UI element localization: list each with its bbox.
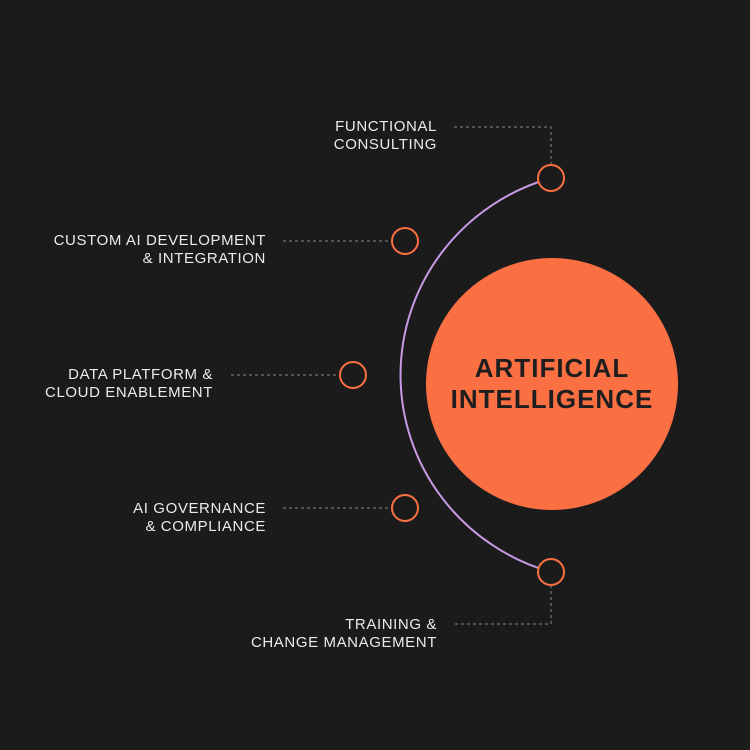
label-line: CHANGE MANAGEMENT [250, 634, 437, 651]
center-title: ARTIFICIAL INTELLIGENCE [451, 353, 654, 415]
label-line: & COMPLIANCE [145, 518, 266, 535]
center-title-line1: ARTIFICIAL [474, 353, 630, 383]
label-line: AI GOVERNANCE [133, 500, 266, 517]
label-line: & INTEGRATION [142, 250, 266, 267]
timeline-arc [399, 177, 552, 573]
node-data-platform [339, 361, 367, 389]
label-line: FUNCTIONAL [335, 118, 437, 135]
label-data-platform: DATA PLATFORM & CLOUD ENABLEMENT [45, 366, 213, 402]
label-line: DATA PLATFORM & [68, 366, 213, 383]
connector-functional-consulting [454, 126, 552, 165]
node-custom-ai [391, 227, 419, 255]
label-ai-governance: AI GOVERNANCE & COMPLIANCE [133, 500, 266, 536]
node-training [537, 558, 565, 586]
node-ai-governance [391, 494, 419, 522]
center-circle: ARTIFICIAL INTELLIGENCE [426, 258, 678, 510]
label-line: CLOUD ENABLEMENT [45, 384, 213, 401]
label-line: TRAINING & [345, 616, 437, 633]
connector-training [454, 585, 552, 625]
label-training: TRAINING & CHANGE MANAGEMENT [251, 616, 437, 652]
center-title-line2: INTELLIGENCE [450, 384, 654, 414]
label-custom-ai: CUSTOM AI DEVELOPMENT & INTEGRATION [54, 232, 266, 268]
node-functional-consulting [537, 164, 565, 192]
label-line: CUSTOM AI DEVELOPMENT [53, 232, 266, 249]
label-line: CONSULTING [333, 136, 437, 153]
label-functional-consulting: FUNCTIONAL CONSULTING [334, 118, 437, 154]
